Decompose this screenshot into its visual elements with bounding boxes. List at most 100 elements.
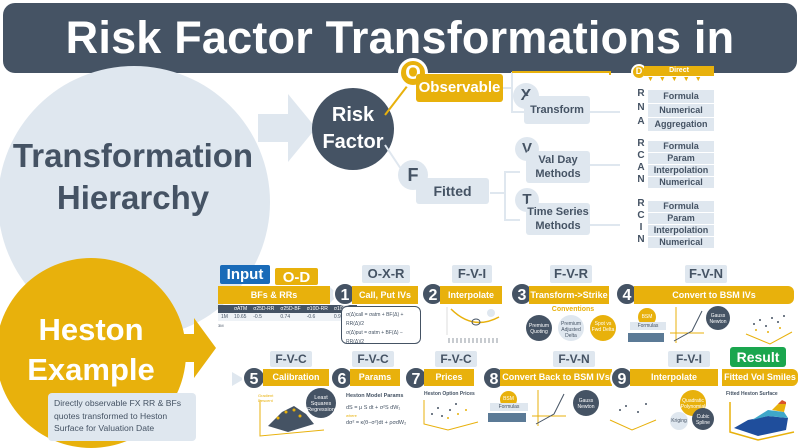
table-extra-row: 3M	[218, 323, 224, 328]
method-letter: R	[637, 198, 645, 209]
convention-spot-fwd-delta: Spot vs Fwd Delta	[590, 315, 616, 341]
fitted-surface-title: Fitted Heston Surface	[726, 391, 778, 397]
method-letter: C	[637, 150, 645, 161]
least-squares-circle: Least Squares Regression	[306, 388, 336, 418]
step5-code: F-V-C	[270, 351, 312, 367]
method-formula: Formula	[648, 201, 714, 212]
table-header: σATM	[230, 305, 251, 313]
method-formula: Formula	[648, 141, 714, 152]
gradient-descent-label: Gradient Descent	[258, 393, 274, 403]
kriging-circle: Kriging	[670, 412, 688, 430]
table-cell: -0.6	[303, 313, 331, 321]
newton-chart	[670, 307, 704, 343]
heston-eq1: dS = μ S dt + σ²S dW₁	[346, 405, 401, 411]
table-cell: 1M	[218, 313, 231, 321]
method-aggregation: Aggregation	[648, 118, 714, 131]
heston-line2: Example	[27, 352, 155, 387]
convention-premium-adjusted-delta: Premium Adjusted Delta	[558, 315, 584, 341]
transform-node: Transform	[524, 96, 590, 124]
gauss-newton-circle-2: Gauss Newton	[573, 390, 599, 416]
method-numerical: Numerical	[648, 104, 714, 117]
step7-code: F-V-C	[435, 351, 477, 367]
table-cell: -0.5	[250, 313, 278, 321]
table-header	[218, 305, 231, 313]
step7-bar: Prices	[424, 369, 474, 386]
method-letter: R	[637, 88, 645, 99]
method-letter: N	[637, 102, 645, 113]
heston-params-title: Heston Model Params	[346, 393, 404, 399]
step3-bar: Transform->Strike	[529, 286, 609, 304]
observable-node: Observable	[416, 74, 503, 102]
page-title: Risk Factor Transformations in FRTB	[3, 3, 797, 133]
step5-bar: Calibration	[263, 369, 329, 386]
method-param-calibrate: Param Calibrate	[648, 213, 714, 234]
method-letter: N	[637, 174, 645, 185]
method-numerical: Numerical	[648, 237, 714, 248]
bsm-circle: BSM	[638, 308, 656, 326]
convention-premium-quoting: Premium Quoting	[526, 315, 552, 341]
step6-code: F-V-C	[352, 351, 394, 367]
arrow-right-icon	[176, 318, 216, 378]
step8-bar: Convert Back to BSM IVs	[500, 369, 612, 386]
table-header: σ25D-RR	[250, 305, 278, 313]
val-day-line2: Methods	[535, 168, 581, 180]
fitted-heston-surface	[729, 400, 795, 441]
option-prices-scatter	[423, 400, 479, 431]
direct-bar: Direct	[644, 66, 714, 76]
heston-note: Directly observable FX RR & BFs quotes t…	[48, 393, 196, 441]
time-series-line2: Methods	[535, 220, 581, 232]
input-bar: BFs & RRs	[218, 286, 330, 304]
method-letter: C	[637, 210, 645, 221]
table-cell: 10.65	[230, 313, 251, 321]
method-interpolation: Interpolation	[648, 165, 714, 176]
step9-code: F-V-I	[668, 351, 710, 367]
method-numerical: Numerical	[648, 177, 714, 188]
table-row: 1M 10.65 -0.5 0.74 -0.6 0.98	[218, 313, 358, 321]
method-letter: A	[637, 162, 645, 173]
distribution-shape-2	[488, 413, 526, 422]
iv-scatter-3d	[745, 315, 793, 345]
risk-factor-line1: Risk	[331, 104, 375, 126]
heston-eq2: dσ² = κ(θ−σ²)dt + ρσdW₂	[346, 420, 407, 426]
risk-factor-line2: Factor	[322, 131, 384, 153]
step9-bar: Interpolate	[630, 369, 718, 386]
fitted-node: Fitted	[416, 178, 489, 204]
iv-formulas: σ(Δ)call = σatm + BF(Δ) + RR(Δ)/2 σ(Δ)pu…	[341, 306, 421, 345]
step5-number: 5	[242, 366, 266, 390]
risk-factor-node: Risk Factor	[312, 88, 394, 170]
observable-letter: O	[398, 58, 428, 88]
val-day-line1: Val Day	[538, 154, 578, 166]
formulas-label: Formulas	[630, 322, 666, 330]
formula-put: σ(Δ)put = σatm + BF(Δ) − RR(Δ)/2	[346, 330, 403, 345]
down-arrows-icon: ▼▼▼▼▼	[647, 76, 707, 83]
distribution-shape	[628, 333, 664, 342]
hierarchy-label-line1: Transformation	[12, 137, 254, 174]
conventions-title: Conventions	[551, 306, 595, 313]
vol-quotes-table: σATM σ25D-RR σ25D-BF σ10D-RR σ10D-BF 1M …	[218, 305, 358, 328]
gauss-newton-circle: Gauss Newton	[706, 306, 730, 330]
cubic-spline-circle: Cubic Spline	[692, 408, 714, 430]
table-header: σ10D-RR	[303, 305, 331, 313]
val-day-node: Val Day Methods	[526, 151, 590, 183]
step6-bar: Params	[350, 369, 400, 386]
heston-where: where	[346, 413, 357, 418]
step1-code: O-X-R	[362, 265, 410, 283]
hierarchy-label-line2: Hierarchy	[56, 179, 210, 216]
arrow-right-icon	[258, 94, 316, 162]
result-tag: Result	[730, 347, 786, 367]
formulas-label-2: Formulas	[490, 403, 528, 411]
newton-chart-2	[532, 390, 566, 426]
method-formula: Formula	[648, 90, 714, 103]
step4-bar: Convert to BSM IVs	[634, 286, 794, 304]
time-series-node: Time Series Methods	[526, 203, 590, 235]
smile-scatter-3d	[609, 403, 657, 431]
method-param-calibrate: Param Calibrate	[648, 153, 714, 174]
step8-code: F-V-N	[553, 351, 595, 367]
method-letter: I	[639, 222, 643, 233]
step2-bar: Interpolate	[440, 286, 502, 304]
table-cell: 0.74	[277, 313, 304, 321]
method-letter: A	[637, 116, 645, 127]
heston-line1: Heston	[38, 312, 144, 347]
step1-bar: Call, Put IVs	[352, 286, 418, 304]
method-interpolation: Interpolation	[648, 225, 714, 236]
